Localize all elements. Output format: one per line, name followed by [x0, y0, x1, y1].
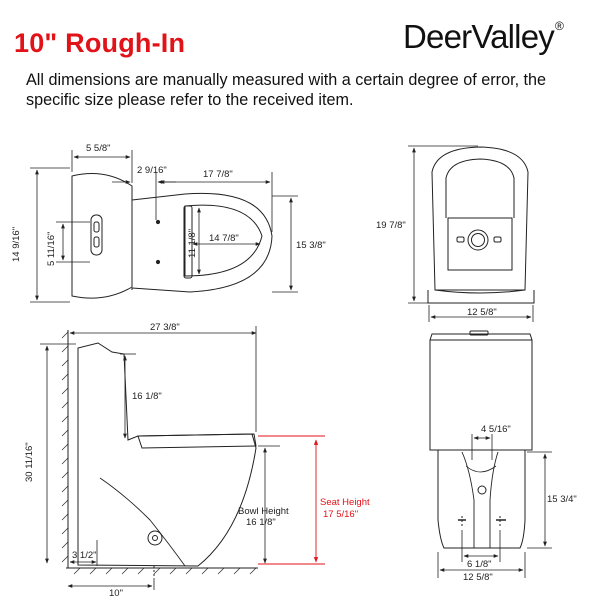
dim-bolt-spacing: 5 11/16" — [46, 232, 57, 266]
page-title: 10" Rough-In — [14, 28, 186, 58]
back-view-dimensions — [408, 145, 534, 322]
top-view-seat — [184, 204, 263, 277]
dim-total-height: 30 11/16" — [24, 442, 35, 482]
front-view — [429, 330, 533, 549]
top-view-dimensions — [30, 150, 298, 303]
dim-base-width: 12 5/8" — [463, 572, 493, 583]
front-view-body — [437, 450, 526, 549]
brand-name: DeerValley — [403, 18, 555, 55]
top-view — [71, 173, 273, 299]
top-view-hinge — [183, 205, 193, 279]
dim-bowl-length: 17 7/8" — [203, 169, 233, 180]
dim-gap: 2 9/16" — [137, 165, 167, 176]
brand-logo: DeerValley® — [403, 18, 564, 56]
dim-seat-height-label: Seat Height — [320, 497, 370, 508]
back-view — [427, 146, 535, 304]
dim-seat-width: 11 1/8" — [187, 229, 198, 258]
measurement-disclaimer: All dimensions are manually measured wit… — [26, 71, 547, 109]
dim-bowl-height: 16 1/8" — [246, 517, 276, 528]
dim-overall-length: 27 3/8" — [150, 322, 180, 333]
side-view-bolt-cap — [147, 530, 163, 546]
side-view-dimensions — [40, 326, 280, 590]
back-view-tank — [431, 146, 529, 291]
dim-base-inner: 6 1/8" — [467, 559, 492, 570]
dim-rough-in: 10" — [109, 588, 123, 599]
dim-back-width: 12 5/8" — [467, 307, 497, 318]
dim-bowl-height-label: Bowl Height — [238, 506, 289, 517]
top-view-bowl — [131, 192, 273, 293]
side-view-seat — [137, 433, 257, 449]
dim-base-height: 15 3/4" — [547, 494, 577, 505]
dim-seat-height: 17 5/16" — [323, 509, 358, 520]
seat-height-dimension — [258, 435, 325, 565]
back-view-outlet — [467, 229, 489, 251]
dim-tank-width: 5 5/8" — [86, 143, 111, 154]
registered-mark: ® — [554, 19, 564, 33]
dim-trap-width: 4 5/16" — [481, 424, 511, 435]
front-view-trapway — [461, 451, 499, 548]
dim-wall-offset: 3 1/2" — [72, 550, 97, 561]
dim-seat-length: 14 7/8" — [209, 233, 239, 244]
back-view-inner-arch — [445, 158, 515, 218]
front-view-dimensions — [437, 434, 552, 578]
dim-bowl-width: 15 3/8" — [296, 240, 326, 251]
side-view-body — [77, 342, 257, 567]
dim-overall-depth: 14 9/16" — [11, 227, 22, 262]
back-view-base — [427, 289, 535, 304]
dim-back-height: 19 7/8" — [376, 220, 406, 231]
dim-tank-height: 16 1/8" — [132, 391, 162, 402]
top-view-flush-button — [90, 214, 103, 256]
side-view — [61, 330, 258, 578]
